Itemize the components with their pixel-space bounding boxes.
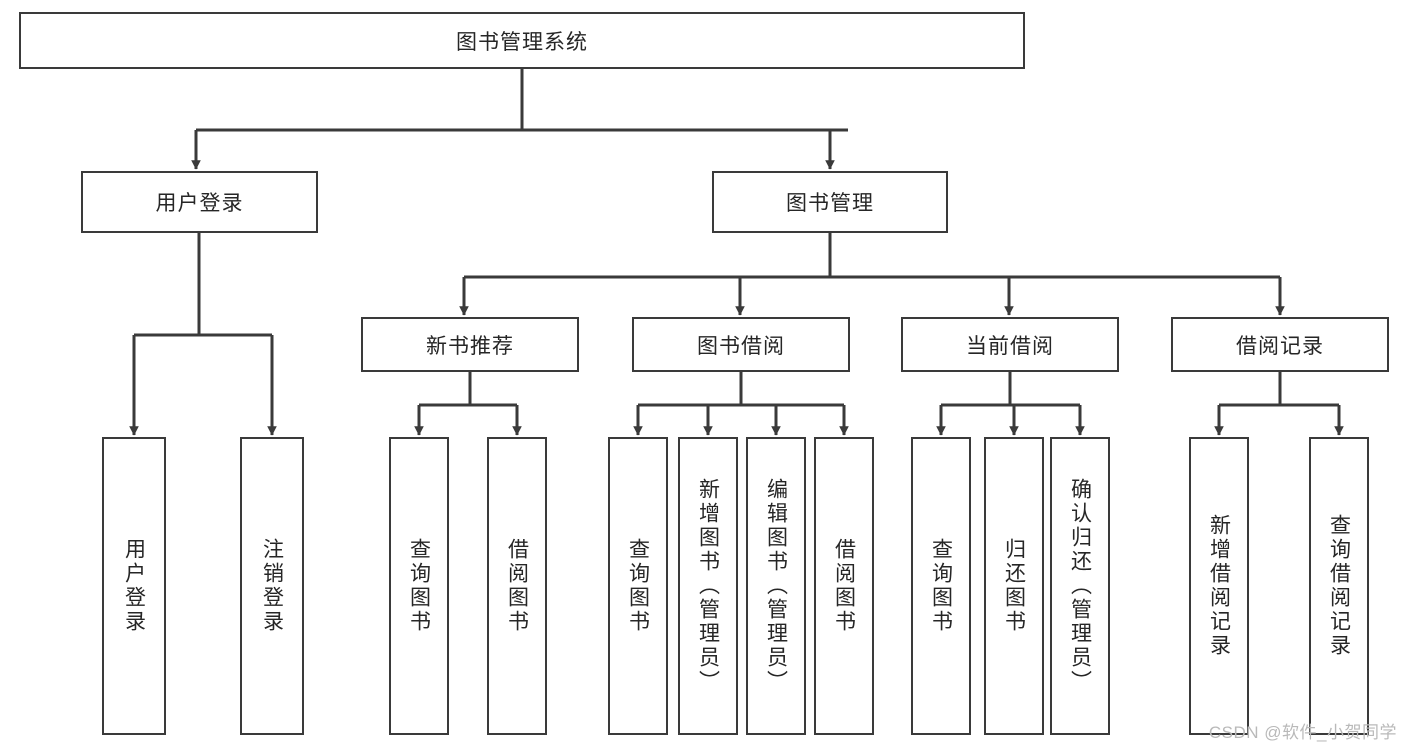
node-user-login[interactable]: 用户登录 <box>81 171 318 233</box>
node-leaf-add-book[interactable]: 新增图书（管理员） <box>678 437 738 735</box>
node-book-manage[interactable]: 图书管理 <box>712 171 948 233</box>
node-leaf-borrow-book-2-label: 借阅图书 <box>832 538 856 634</box>
node-root-label: 图书管理系统 <box>456 30 588 54</box>
node-borrow-record-label: 借阅记录 <box>1236 334 1324 358</box>
node-leaf-query-record[interactable]: 查询借阅记录 <box>1309 437 1369 735</box>
node-new-book-rec-label: 新书推荐 <box>426 334 514 358</box>
node-leaf-query-book-3[interactable]: 查询图书 <box>911 437 971 735</box>
node-leaf-user-logout[interactable]: 注销登录 <box>240 437 304 735</box>
node-leaf-return-book[interactable]: 归还图书 <box>984 437 1044 735</box>
node-leaf-add-record[interactable]: 新增借阅记录 <box>1189 437 1249 735</box>
node-book-manage-label: 图书管理 <box>786 192 874 215</box>
node-leaf-query-record-label: 查询借阅记录 <box>1327 514 1351 658</box>
node-leaf-user-logout-label: 注销登录 <box>260 538 284 634</box>
node-leaf-return-book-label: 归还图书 <box>1002 538 1026 634</box>
node-leaf-edit-book[interactable]: 编辑图书（管理员） <box>746 437 806 735</box>
node-leaf-user-login-label: 用户登录 <box>122 538 146 634</box>
node-leaf-add-book-label: 新增图书（管理员） <box>696 478 720 694</box>
node-leaf-query-book-3-label: 查询图书 <box>929 538 953 634</box>
node-leaf-add-record-label: 新增借阅记录 <box>1207 514 1231 658</box>
node-book-borrow[interactable]: 图书借阅 <box>632 317 850 372</box>
node-leaf-confirm-return-label: 确认归还（管理员） <box>1068 478 1092 694</box>
watermark-credit: CSDN @软件_小贺同学 <box>1208 723 1397 742</box>
node-leaf-borrow-book-1-label: 借阅图书 <box>505 538 529 634</box>
node-borrow-record[interactable]: 借阅记录 <box>1171 317 1389 372</box>
node-root-system[interactable]: 图书管理系统 <box>19 12 1025 69</box>
node-leaf-query-book-2-label: 查询图书 <box>626 538 650 634</box>
node-leaf-query-book-1-label: 查询图书 <box>407 538 431 634</box>
node-leaf-user-login[interactable]: 用户登录 <box>102 437 166 735</box>
node-leaf-edit-book-label: 编辑图书（管理员） <box>764 478 788 694</box>
node-current-borrow[interactable]: 当前借阅 <box>901 317 1119 372</box>
node-current-borrow-label: 当前借阅 <box>966 334 1054 358</box>
node-leaf-borrow-book-2[interactable]: 借阅图书 <box>814 437 874 735</box>
node-leaf-query-book-1[interactable]: 查询图书 <box>389 437 449 735</box>
node-book-borrow-label: 图书借阅 <box>697 334 785 358</box>
node-new-book-rec[interactable]: 新书推荐 <box>361 317 579 372</box>
node-user-login-label: 用户登录 <box>155 192 244 215</box>
node-leaf-query-book-2[interactable]: 查询图书 <box>608 437 668 735</box>
node-leaf-confirm-return[interactable]: 确认归还（管理员） <box>1050 437 1110 735</box>
node-leaf-borrow-book-1[interactable]: 借阅图书 <box>487 437 547 735</box>
